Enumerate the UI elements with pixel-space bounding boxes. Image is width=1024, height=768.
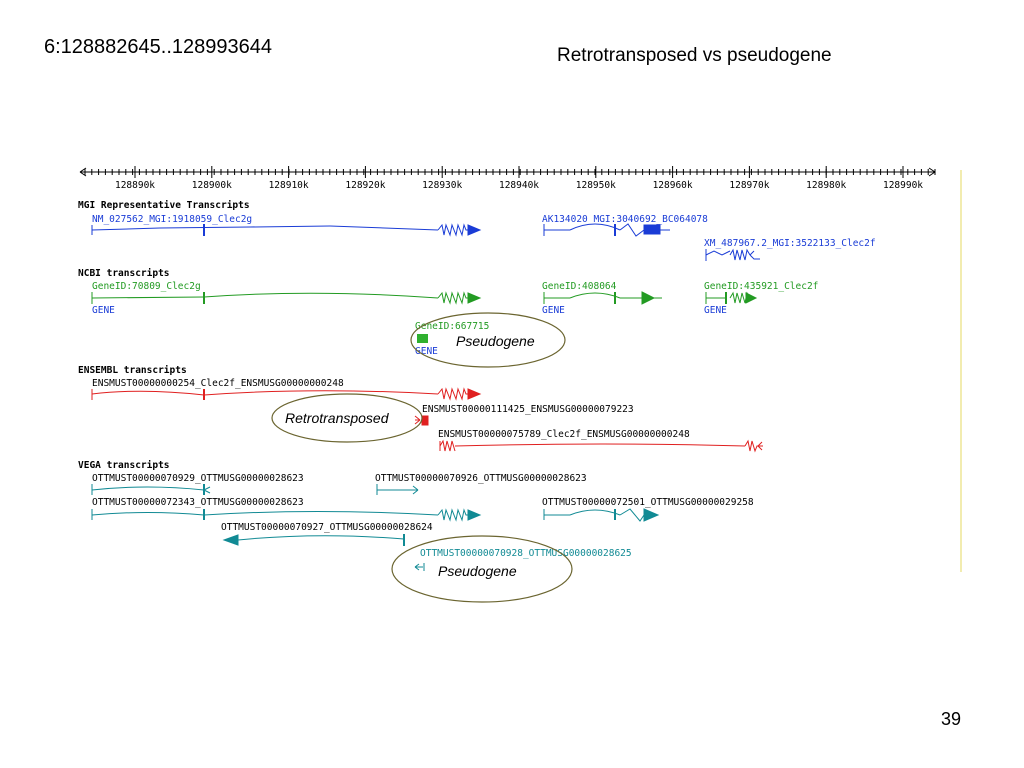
transcript-geneid-667715[interactable]	[417, 334, 428, 343]
transcript-geneid-435921[interactable]	[705, 291, 758, 304]
gene-link-667715[interactable]: GENE	[415, 346, 438, 357]
transcript-label-ensmust-111425[interactable]: ENSMUST00000111425_ENSMUSG00000079223	[422, 404, 634, 415]
transcript-label-ottmust-70927[interactable]: OTTMUST00000070927_OTTMUSG00000028624	[221, 522, 433, 533]
ruler-labels: 128890k 128900k 128910k 128920k 128930k 12894…	[115, 180, 923, 191]
transcript-label-ottmust-72501[interactable]: OTTMUST00000072501_OTTMUSG00000029258	[542, 497, 754, 508]
transcript-geneid-408064[interactable]	[543, 291, 662, 305]
genomic-coordinates: 6:128882645..128993644	[44, 36, 273, 58]
ruler-tick-label: 128940k	[499, 180, 539, 191]
ruler-ticks	[84, 166, 936, 178]
transcript-ottmust-72501[interactable]	[543, 508, 660, 522]
vega-track: VEGA transcripts OTTMUST00000070929_OTTM…	[78, 460, 754, 571]
transcript-label-ottmust-70929[interactable]: OTTMUST00000070929_OTTMUSG00000028623	[92, 473, 304, 484]
ruler-tick-label: 128980k	[806, 180, 846, 191]
annotation-pseudogene-vega: Pseudogene	[391, 535, 573, 603]
divider-line	[960, 170, 962, 572]
gene-link-408064[interactable]: GENE	[542, 305, 565, 316]
gene-link-70809[interactable]: GENE	[92, 305, 115, 316]
mgi-track-header: MGI Representative Transcripts	[78, 200, 250, 211]
transcript-label-ensmust-254[interactable]: ENSMUST00000000254_Clec2f_ENSMUSG0000000…	[92, 378, 344, 389]
genome-browser-svg: 128890k 128900k 128910k 128920k 128930k 12894…	[78, 166, 936, 603]
ruler-tick-label: 128910k	[269, 180, 309, 191]
transcript-label-ottmust-72343[interactable]: OTTMUST00000072343_OTTMUSG00000028623	[92, 497, 304, 508]
transcript-label-ensmust-75789[interactable]: ENSMUST00000075789_Clec2f_ENSMUSG0000000…	[438, 429, 690, 440]
ensembl-track-header: ENSEMBL transcripts	[78, 365, 187, 376]
pseudogene-label-ncbi: Pseudogene	[456, 333, 535, 349]
ensembl-track: ENSEMBL transcripts ENSMUST00000000254_C…	[78, 365, 763, 453]
transcript-label-geneid-70809[interactable]: GeneID:70809_Clec2g	[92, 281, 201, 292]
transcript-label-geneid-408064[interactable]: GeneID:408064	[542, 281, 617, 292]
annotation-pseudogene-ncbi: Pseudogene	[410, 312, 566, 368]
transcript-label-geneid-667715[interactable]: GeneID:667715	[415, 321, 489, 332]
transcript-label-ottmust-70926[interactable]: OTTMUST00000070926_OTTMUSG00000028623	[375, 473, 587, 484]
transcript-ottmust-70926[interactable]	[376, 484, 419, 495]
ruler-tick-label: 128960k	[653, 180, 693, 191]
transcript-label-nm_027562[interactable]: NM_027562_MGI:1918059_Clec2g	[92, 214, 252, 225]
transcript-label-xm_487967[interactable]: XM_487967.2_MGI:3522133_Clec2f	[704, 238, 876, 249]
annotation-retrotransposed: Retrotransposed	[271, 393, 423, 443]
ruler-tick-label: 128920k	[345, 180, 385, 191]
ruler-tick-label: 128890k	[115, 180, 155, 191]
ruler-tick-label: 128990k	[883, 180, 923, 191]
transcript-ak134020[interactable]	[543, 223, 670, 237]
genome-browser-panel: 128890k 128900k 128910k 128920k 128930k 12894…	[70, 160, 970, 603]
transcript-ensmust-75789[interactable]	[439, 439, 763, 453]
retrotransposed-label: Retrotransposed	[285, 410, 390, 426]
ruler-tick-label: 128900k	[192, 180, 232, 191]
transcript-ensmust-254[interactable]	[91, 387, 482, 401]
gene-link-435921[interactable]: GENE	[704, 305, 727, 316]
transcript-ottmust-70927[interactable]	[222, 534, 405, 546]
transcript-label-ottmust-70928[interactable]: OTTMUST00000070928_OTTMUSG00000028625	[420, 548, 632, 559]
transcript-xm_487967[interactable]	[705, 248, 760, 261]
mgi-track: MGI Representative Transcripts NM_027562…	[78, 200, 876, 261]
transcript-label-ak134020[interactable]: AK134020_MGI:3040692_BC064078	[542, 214, 708, 225]
transcript-nm_027562[interactable]	[91, 223, 482, 237]
ruler-tick-label: 128950k	[576, 180, 616, 191]
slide-number: 39	[941, 709, 962, 729]
transcript-ottmust-70928[interactable]	[414, 563, 425, 571]
vega-track-header: VEGA transcripts	[78, 460, 170, 471]
transcript-label-geneid-435921[interactable]: GeneID:435921_Clec2f	[704, 281, 818, 292]
ruler-tick-label: 128970k	[729, 180, 769, 191]
position-ruler: 128890k 128900k 128910k 128920k 128930k 12894…	[79, 166, 936, 191]
transcript-ensmust-111425[interactable]	[414, 415, 429, 426]
pseudogene-label-vega: Pseudogene	[438, 563, 517, 579]
ncbi-track: NCBI transcripts GeneID:70809_Clec2g GEN…	[78, 268, 818, 357]
transcript-ottmust-70929[interactable]	[91, 484, 211, 495]
slide-title: Retrotransposed vs pseudogene	[557, 45, 832, 66]
ncbi-track-header: NCBI transcripts	[78, 268, 170, 279]
transcript-ottmust-72343[interactable]	[91, 508, 482, 522]
transcript-geneid-70809[interactable]	[91, 291, 482, 305]
ruler-tick-label: 128930k	[422, 180, 462, 191]
